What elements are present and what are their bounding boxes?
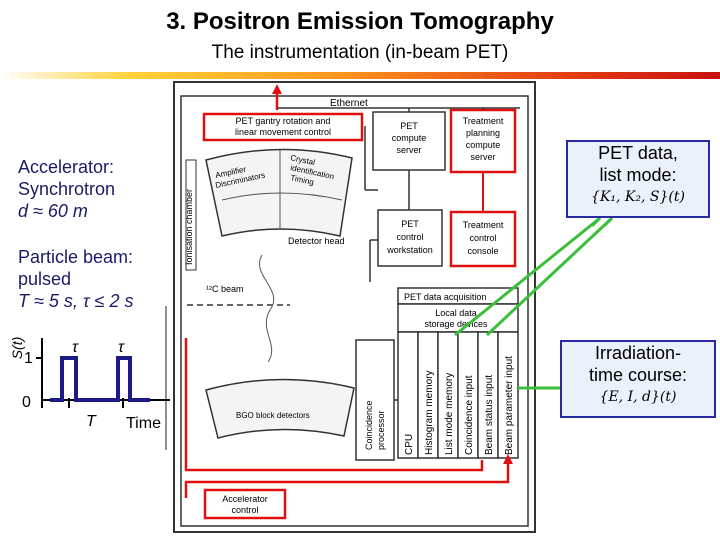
upper-detector-inner-arc [221, 192, 343, 201]
coincidence-processor-box [355, 339, 395, 461]
ionisation-chamber-label: Ionisation chamber [184, 189, 194, 265]
bgo-label: BGO block detectors [236, 411, 310, 420]
green-arrowhead-1 [590, 216, 602, 228]
beam-text: Particle beam: pulsed T ≈ 5 s, τ ≤ 2 s [18, 246, 134, 312]
treatment-planning-line-1: Treatment [463, 116, 504, 126]
beam-line-2: pulsed [18, 269, 72, 289]
local-storage-line-2: storage devices [424, 319, 488, 329]
accelerator-line-3: d ≈ 60 m [18, 201, 88, 221]
treatment-planning-line-3: compute [466, 140, 501, 150]
pet-ws-line-3: workstation [386, 245, 433, 255]
pulse-period-label: T [86, 413, 97, 430]
pet-compute-line-2: compute [392, 133, 427, 143]
irradiation-line-1: Irradiation- [594, 343, 682, 363]
pulse-tau-2: τ [118, 339, 125, 356]
irradiation-line-2: time course: [588, 365, 688, 385]
pulse-y-high: 1 [24, 350, 33, 367]
pulse-plot: S(t) 1 0 τ τ T Time [9, 337, 170, 432]
patient-outline [259, 254, 275, 363]
pet-data-line-1: PET data, [598, 143, 678, 163]
pulse-waveform [50, 356, 150, 402]
green-arrow-2 [485, 216, 614, 337]
beam-status-red-link [184, 338, 484, 472]
beam-line-1: Particle beam: [18, 247, 134, 267]
acquisition-columns: CPU Histogram memory List mode memory Co… [397, 331, 519, 459]
local-data-storage-box [397, 303, 519, 333]
gantry-line-2: linear movement control [235, 127, 331, 137]
pulse-tau-1: τ [72, 339, 79, 356]
treatment-control-console-box [449, 210, 517, 268]
pulse-y-low: 0 [22, 394, 31, 411]
treatment-planning-line-2: planning [466, 128, 500, 138]
accelerator-red-link [184, 460, 510, 498]
pet-compute-server-box [372, 111, 446, 171]
accelerator-line-2: Synchrotron [18, 179, 116, 199]
accelerator-control-box [203, 488, 287, 520]
accelerator-arrow-icon [503, 454, 513, 464]
local-storage-line-1: Local data [435, 308, 477, 318]
column-beam-parameter-label: Beam parameter input [504, 356, 515, 455]
accelerator-control-line-1: Accelerator [222, 494, 268, 504]
accelerator-line-1: Accelerator: [18, 157, 115, 177]
green-arrow-1 [454, 216, 601, 337]
pet-ws-line-1: PET [401, 219, 419, 229]
treatment-console-line-3: console [467, 246, 498, 256]
irradiation-line-3: {E, I, d}(t) [599, 389, 677, 405]
ethernet-label: Ethernet [330, 98, 368, 109]
column-histogram-label: Histogram memory [424, 371, 435, 455]
treatment-planning-box [449, 108, 517, 174]
page-subtitle: The instrumentation (in-beam PET) [211, 42, 509, 63]
accelerator-control-line-2: control [231, 505, 258, 515]
treatment-console-line-2: control [469, 233, 496, 243]
pet-compute-line-1: PET [400, 121, 418, 131]
ethernet-arrow-icon [272, 84, 282, 94]
page-title: 3. Positron Emission Tomography [166, 8, 554, 35]
pulse-ylabel: S(t) [9, 337, 25, 360]
accelerator-text: Accelerator: Synchrotron d ≈ 60 m [18, 156, 115, 222]
coincidence-processor-line-2: processor [376, 410, 386, 450]
pet-data-acquisition-label: PET data acquisition [404, 292, 486, 302]
pet-compute-line-3: server [396, 145, 421, 155]
system-inner-frame [180, 95, 529, 527]
treatment-console-line-1: Treatment [463, 220, 504, 230]
pet-data-line-3: {K₁, K₂, S}(t) [591, 189, 685, 205]
pet-ws-line-2: control [396, 232, 423, 242]
column-coincidence-label: Coincidence input [464, 375, 475, 455]
pet-data-line-2: list mode: [599, 165, 677, 185]
column-listmode-label: List mode memory [444, 373, 455, 455]
beam-line-3: T ≈ 5 s, τ ≤ 2 s [18, 291, 134, 311]
pulse-xlabel: Time [126, 415, 161, 432]
treatment-planning-line-4: server [470, 152, 495, 162]
pet-data-callout: PET data, list mode: {K₁, K₂, S}(t) [566, 140, 710, 218]
gantry-line-1: PET gantry rotation and [236, 116, 331, 126]
gantry-control-box [202, 112, 364, 142]
pet-control-workstation-box [377, 209, 443, 267]
green-arrowhead-2 [602, 216, 614, 228]
beam-label: ¹²C beam [206, 284, 244, 294]
irradiation-callout: Irradiation- time course: {E, I, d}(t) [560, 340, 716, 418]
ionisation-chamber-box [185, 159, 197, 271]
detector-head-label: Detector head [288, 236, 345, 246]
column-beam-status-label: Beam status input [484, 375, 495, 455]
column-cpu-label: CPU [404, 434, 415, 455]
title-rule [0, 72, 720, 79]
coincidence-processor-line-1: Coincidence [364, 400, 374, 450]
lower-detector-head [205, 378, 355, 439]
